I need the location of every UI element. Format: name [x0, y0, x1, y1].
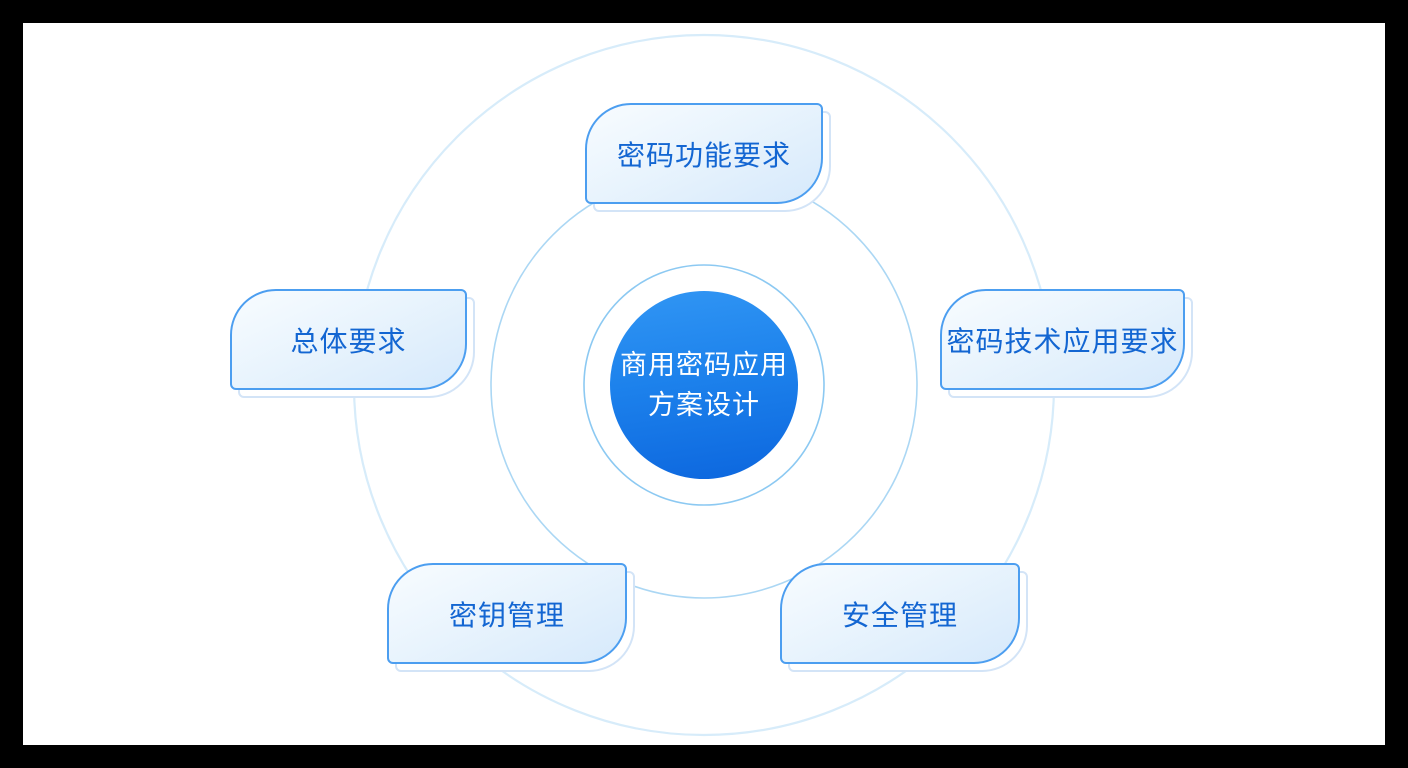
node-label: 密码功能要求 [616, 139, 791, 171]
node-key-management-card: 密钥管理 [387, 563, 627, 664]
node-overall-requirements: 总体要求 [230, 289, 475, 398]
node-security-management: 安全管理 [780, 563, 1028, 672]
node-crypto-tech-application-requirements-card: 密码技术应用要求 [940, 289, 1185, 390]
node-label: 密钥管理 [448, 599, 565, 631]
node-overall-requirements-card: 总体要求 [230, 289, 467, 390]
node-crypto-function-requirements: 密码功能要求 [585, 103, 831, 212]
node-crypto-tech-application-requirements: 密码技术应用要求 [940, 289, 1193, 398]
center-node-label-line1: 商用密码应用 [620, 350, 788, 380]
center-node: 商用密码应用 方案设计 [610, 291, 798, 479]
node-label: 密码技术应用要求 [946, 325, 1179, 357]
node-security-management-card: 安全管理 [780, 563, 1020, 664]
node-label: 总体要求 [290, 325, 407, 357]
center-node-label-line2: 方案设计 [648, 390, 760, 420]
inner-ring [583, 264, 825, 506]
node-key-management: 密钥管理 [387, 563, 635, 672]
node-label: 安全管理 [841, 599, 958, 631]
node-crypto-function-requirements-card: 密码功能要求 [585, 103, 823, 204]
